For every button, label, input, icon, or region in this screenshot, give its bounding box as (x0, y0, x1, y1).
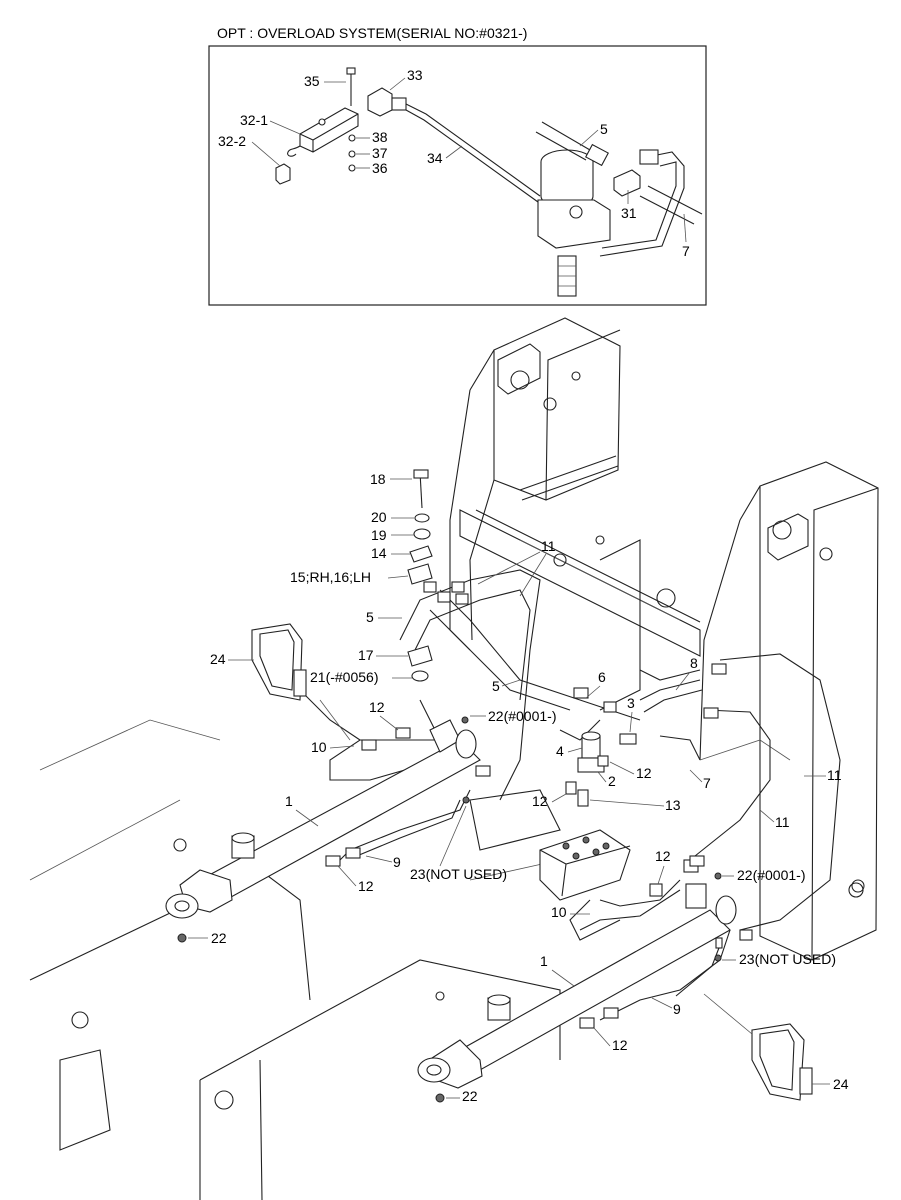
label-8: 8 (690, 655, 698, 671)
label-24-left: 24 (210, 651, 226, 667)
connector-32-2 (275, 163, 291, 185)
label-31: 31 (621, 205, 637, 221)
label-12-d: 12 (358, 878, 374, 894)
label-38: 38 (372, 129, 388, 145)
label-34: 34 (427, 150, 443, 166)
label-4: 4 (556, 743, 564, 759)
hose-7-inset (599, 151, 685, 257)
label-32-1: 32-1 (240, 112, 268, 128)
label-23-left: 23(NOT USED) (410, 866, 507, 882)
inset-frame (208, 45, 707, 306)
label-23-right: 23(NOT USED) (739, 951, 836, 967)
label-32-2: 32-2 (218, 133, 246, 149)
label-11-top: 11 (541, 538, 556, 554)
tube-34 (405, 103, 541, 203)
label-1-left: 1 (285, 793, 293, 809)
label-12-c: 12 (532, 793, 548, 809)
label-3: 3 (627, 695, 635, 711)
inset-title: OPT : OVERLOAD SYSTEM(SERIAL NO:#0321-) (217, 25, 527, 41)
label-1-right: 1 (540, 953, 548, 969)
overload-system-inset: OPT : OVERLOAD SYSTEM(SERIAL NO:#0321-) (208, 25, 707, 306)
label-21: 21(-#0056) (310, 669, 379, 685)
label-10-left: 10 (311, 739, 327, 755)
label-12-f: 12 (612, 1037, 628, 1053)
label-22-a: 22(#0001-) (488, 708, 557, 724)
label-36: 36 (372, 160, 388, 176)
nut-36 (348, 164, 356, 172)
washer-38 (348, 134, 356, 142)
label-22-b: 22(#0001-) (737, 867, 806, 883)
label-17: 17 (358, 647, 374, 663)
label-5-mid: 5 (492, 678, 500, 694)
clamp-assembly (407, 469, 433, 682)
elbow-fitting-33 (367, 87, 407, 117)
label-35: 35 (304, 73, 320, 89)
label-24-right: 24 (833, 1076, 849, 1092)
label-22-c: 22 (211, 930, 227, 946)
label-37: 37 (372, 145, 388, 161)
solenoid-valve (537, 149, 611, 297)
bolt-35 (346, 67, 356, 106)
label-33: 33 (407, 67, 423, 83)
fittings (177, 581, 753, 1103)
label-11-lower: 11 (775, 814, 790, 830)
label-13: 13 (665, 797, 681, 813)
label-11-right: 11 (827, 767, 842, 783)
main-labels: 18 20 19 14 11 15;RH,16;LH 5 24 17 21(-#… (188, 471, 849, 1104)
hose-guard-24-right (751, 1023, 813, 1101)
hose-guard-24-left (251, 623, 307, 701)
label-9-right: 9 (673, 1001, 681, 1017)
label-5-inset: 5 (600, 121, 608, 137)
label-12-e: 12 (655, 848, 671, 864)
label-12-a: 12 (369, 699, 385, 715)
washer-37 (348, 150, 356, 158)
label-12-b: 12 (636, 765, 652, 781)
label-7: 7 (703, 775, 711, 791)
hydraulic-lines (299, 569, 841, 1021)
lift-cylinder-1-left (165, 719, 481, 919)
switch-32-1 (287, 107, 359, 157)
lift-cylinder-1-right (417, 883, 737, 1089)
label-6: 6 (598, 669, 606, 685)
tee-fitting-31 (613, 169, 641, 197)
label-14: 14 (371, 545, 387, 561)
label-9-left: 9 (393, 854, 401, 870)
label-20: 20 (371, 509, 387, 525)
label-22-d: 22 (462, 1088, 478, 1104)
label-5-top: 5 (366, 609, 374, 625)
hose-5-inset (535, 121, 591, 161)
label-15-16: 15;RH,16;LH (290, 569, 371, 585)
label-10-right: 10 (551, 904, 567, 920)
label-7-inset: 7 (682, 243, 690, 259)
label-19: 19 (371, 527, 387, 543)
label-2: 2 (608, 773, 616, 789)
control-valve-block (539, 829, 631, 901)
label-18: 18 (370, 471, 386, 487)
